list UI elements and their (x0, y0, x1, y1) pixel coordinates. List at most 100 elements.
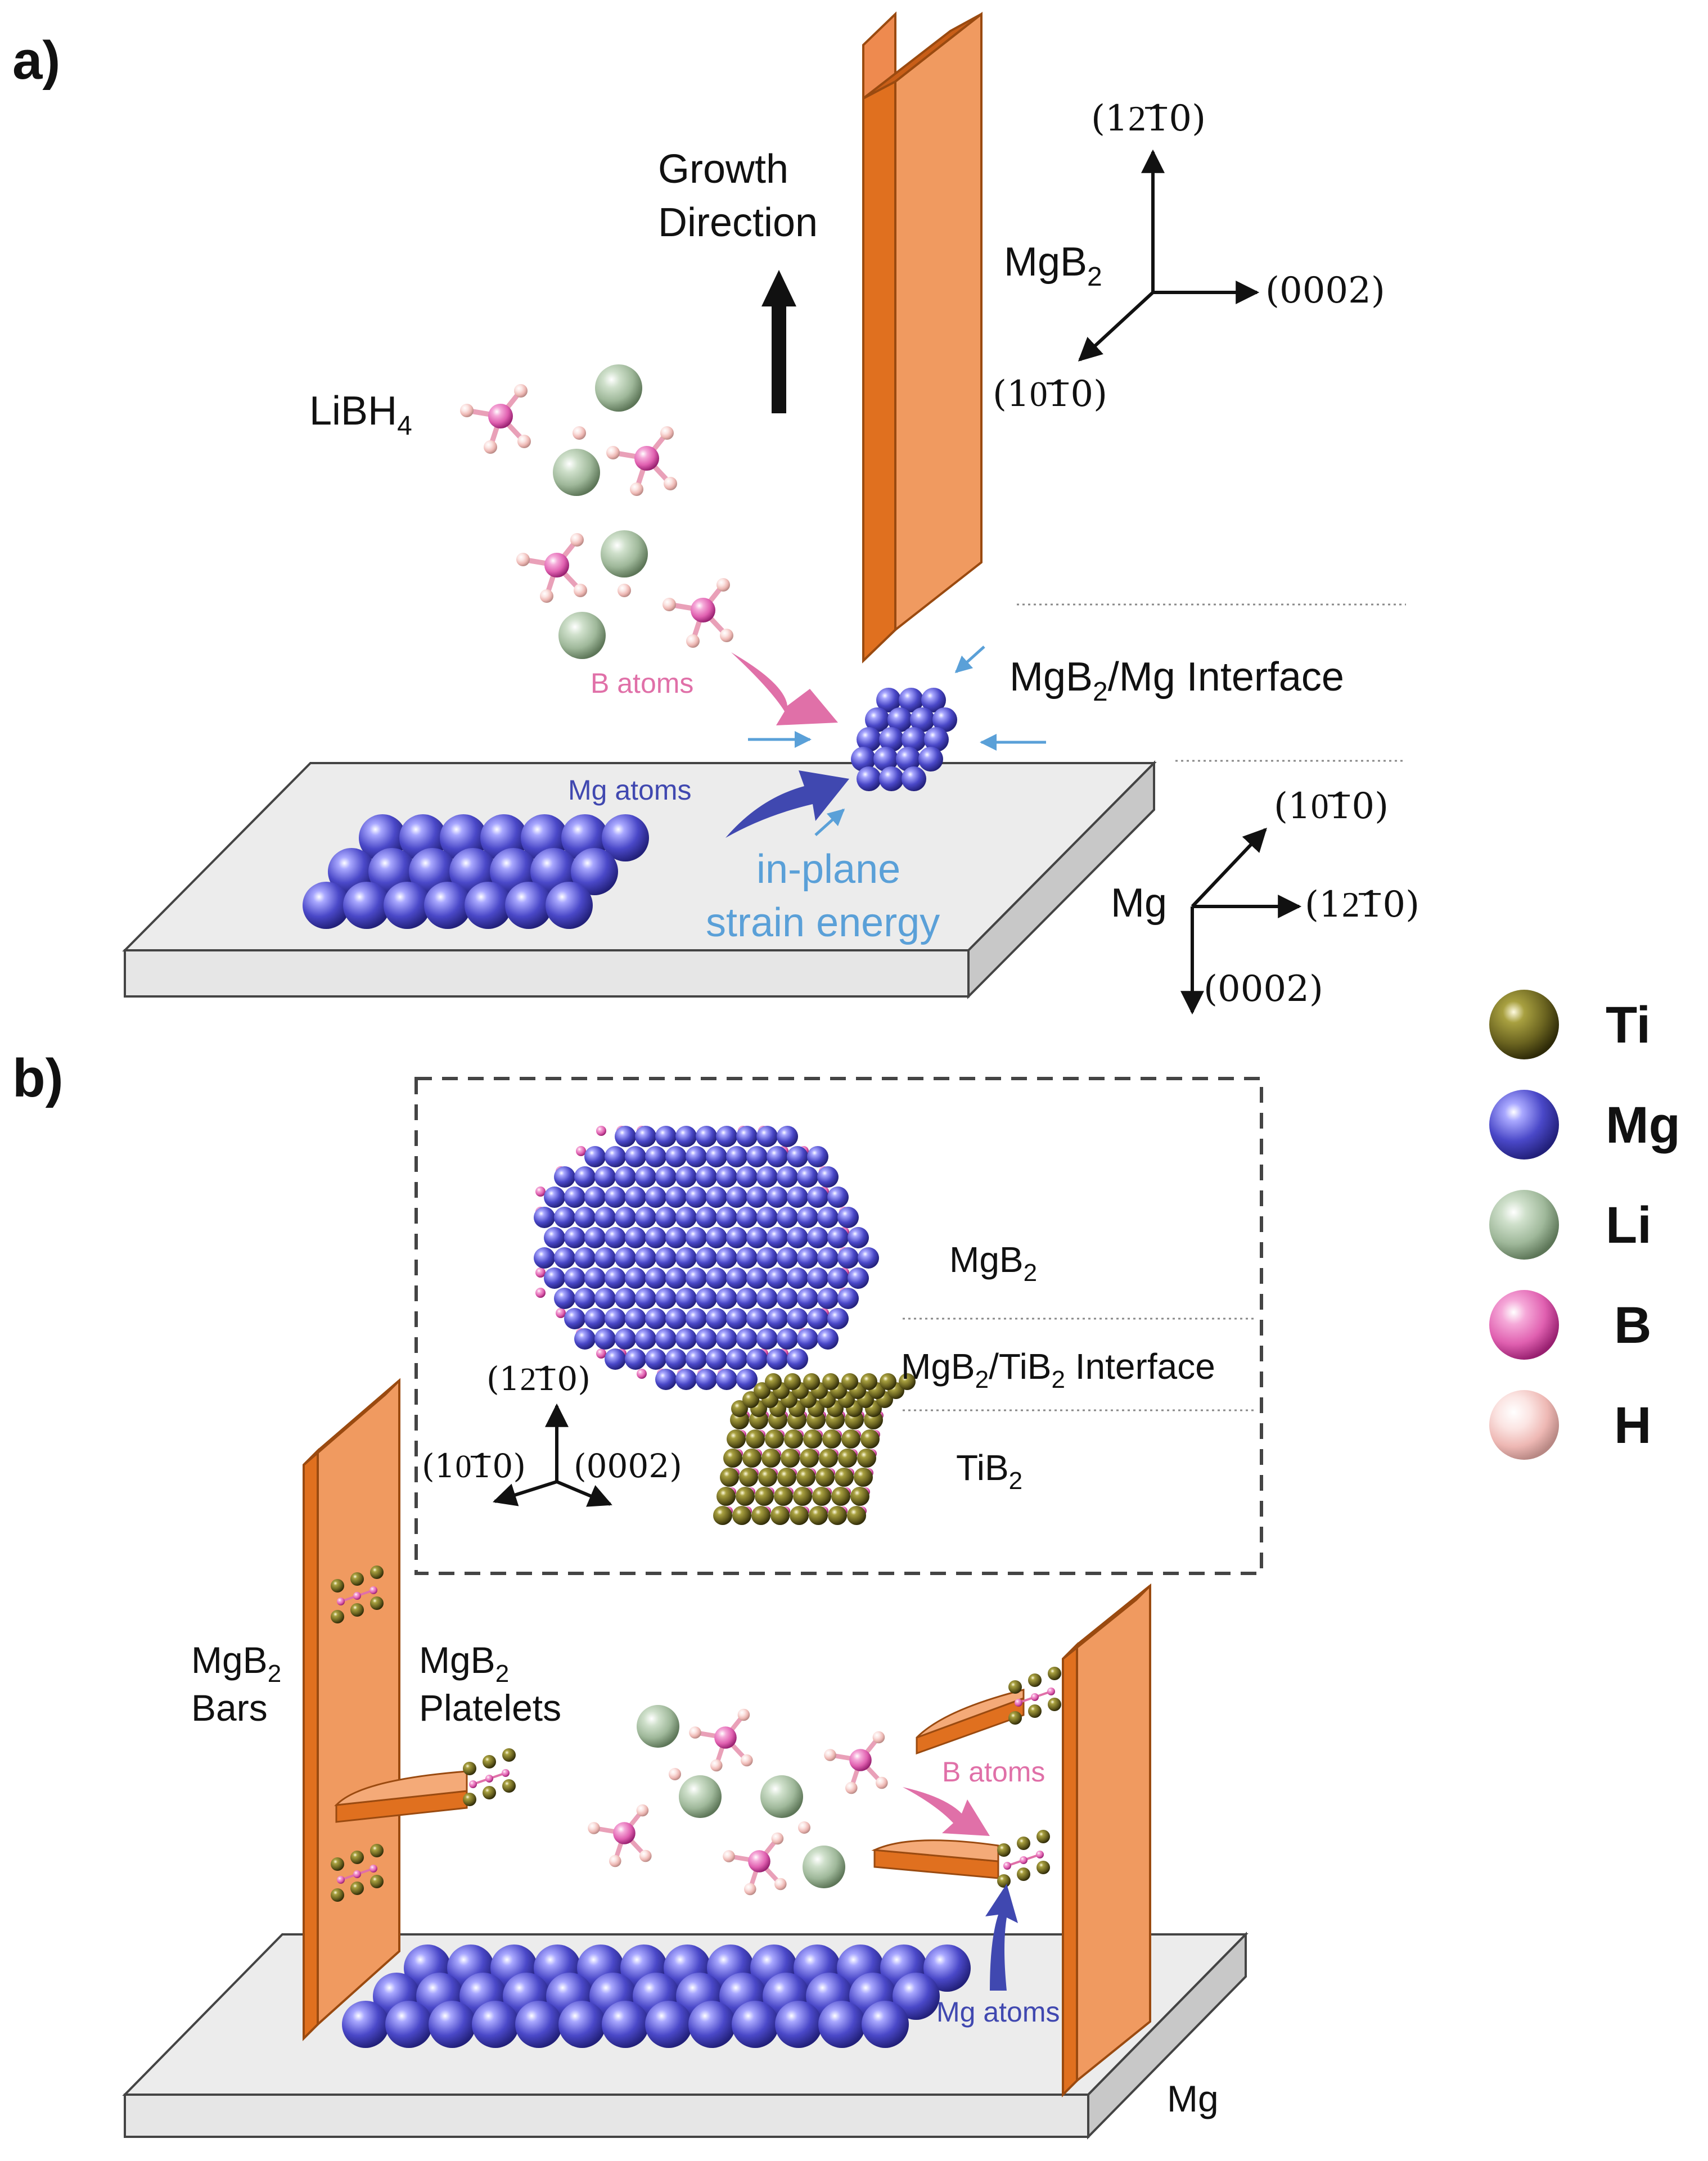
bh4-molecule (460, 384, 531, 454)
mg-atom (817, 1288, 839, 1309)
li-atom (760, 1775, 803, 1818)
b-atoms-label-a: B atoms (591, 667, 693, 699)
mg-atom (777, 1288, 798, 1309)
mg-atom (665, 1308, 687, 1329)
mgb2-axis-right-label: (0002) (1265, 270, 1385, 312)
inset-axis-up-label: (12͞10) (486, 1360, 591, 1398)
mg-atom (827, 1308, 849, 1329)
mg-atom (716, 1247, 737, 1269)
mg-atom (594, 1288, 616, 1309)
mgb2-axes (1078, 149, 1260, 362)
mg-atom (696, 1369, 717, 1390)
inset-box (414, 1077, 1263, 1575)
legend-label: B (1614, 1297, 1651, 1354)
mg-atom (777, 1247, 798, 1269)
mg-atom (696, 1288, 717, 1309)
mg-atom (797, 1328, 818, 1350)
h-atom (824, 1749, 836, 1761)
h-atom (636, 1804, 649, 1817)
h-atom (484, 440, 497, 454)
inset-tib2-label: TiB2 (956, 1447, 1022, 1495)
mg-atom (675, 1247, 697, 1269)
mg-atom (873, 747, 898, 772)
h-atom (876, 1776, 888, 1789)
mg-atom (797, 1247, 818, 1269)
bh4-molecule (588, 1804, 652, 1867)
b-atom (556, 1308, 566, 1318)
mg-atom (807, 1186, 828, 1208)
b-atom (353, 1592, 361, 1600)
mg-atom (342, 2001, 389, 2048)
ti-atom (841, 1373, 858, 1390)
mg-atom (726, 1348, 747, 1370)
mg-atom (756, 1247, 778, 1269)
mg-atom (615, 1247, 636, 1269)
mg-atom (594, 1166, 616, 1188)
b-atom (1036, 1851, 1044, 1858)
mg-atom (756, 1288, 778, 1309)
mg-atoms-arrow-b (985, 1884, 1018, 1991)
strain-energy-label-2: strain energy (706, 900, 940, 945)
mg-atom (746, 1348, 768, 1370)
mg-atom (655, 1328, 677, 1350)
h-atom (460, 404, 474, 417)
growth-direction-label-2: Direction (658, 200, 818, 245)
ti-atom (370, 1875, 384, 1888)
b-atom (544, 553, 569, 578)
mg-atom (706, 1308, 727, 1329)
mg-atom (343, 882, 390, 929)
mg-atom (605, 1186, 626, 1208)
mg-atom (546, 882, 593, 929)
mg-atom (554, 1207, 575, 1228)
bh4-molecule (516, 533, 587, 603)
li-atom (595, 364, 642, 412)
mg-atom (574, 1328, 596, 1350)
mg-atom (675, 1166, 697, 1188)
mg-atom (726, 1267, 747, 1289)
mg-atom (385, 2001, 432, 2048)
h-atom (689, 1726, 701, 1739)
mg-atom (584, 1227, 606, 1248)
ti-atom (790, 1506, 809, 1525)
mgb2-bar-a (862, 11, 983, 664)
bh4-molecule (689, 1708, 753, 1772)
mg-atom (696, 1166, 717, 1188)
ti-atom (765, 1429, 784, 1449)
strain-energy-label: in-plane (756, 847, 900, 892)
ti-atom (822, 1429, 841, 1449)
mg-atom (777, 1126, 798, 1147)
mg-atom (787, 1146, 808, 1167)
mg-atom (686, 1267, 707, 1289)
mg-atom (777, 1328, 798, 1350)
bh4-molecule (606, 426, 677, 496)
bh4-molecule (723, 1832, 787, 1896)
mg-atom (716, 1288, 737, 1309)
ti-atom (1036, 1861, 1050, 1874)
ti-atom (854, 1468, 873, 1487)
mg-atom (797, 1166, 818, 1188)
mgb2-platelet-left (334, 1770, 468, 1823)
b-atom (714, 1726, 737, 1749)
ti-atom (800, 1449, 819, 1468)
b-atom (502, 1769, 510, 1777)
tib-cluster (463, 1748, 516, 1806)
mg-atom (675, 1369, 697, 1390)
h-atom (744, 1883, 756, 1896)
mg-atom (615, 1288, 636, 1309)
mg-atom (645, 1308, 666, 1329)
ti-atom (1017, 1867, 1030, 1881)
mg-atom-lattice-b (342, 1945, 971, 2048)
ti-atom (736, 1487, 755, 1506)
mg-atoms-arrow-a (725, 770, 849, 838)
h-atom (630, 482, 643, 496)
h-atom (774, 1878, 787, 1891)
tib-cluster (997, 1830, 1050, 1888)
ti-atom (758, 1468, 777, 1487)
mg-atom (564, 1308, 585, 1329)
mgb2-mg-interface-label: MgB2/Mg Interface (1010, 655, 1344, 707)
b-atom (576, 1146, 586, 1156)
mg-atom (625, 1227, 646, 1248)
h-atom (618, 584, 631, 597)
mg-atom (655, 1247, 677, 1269)
